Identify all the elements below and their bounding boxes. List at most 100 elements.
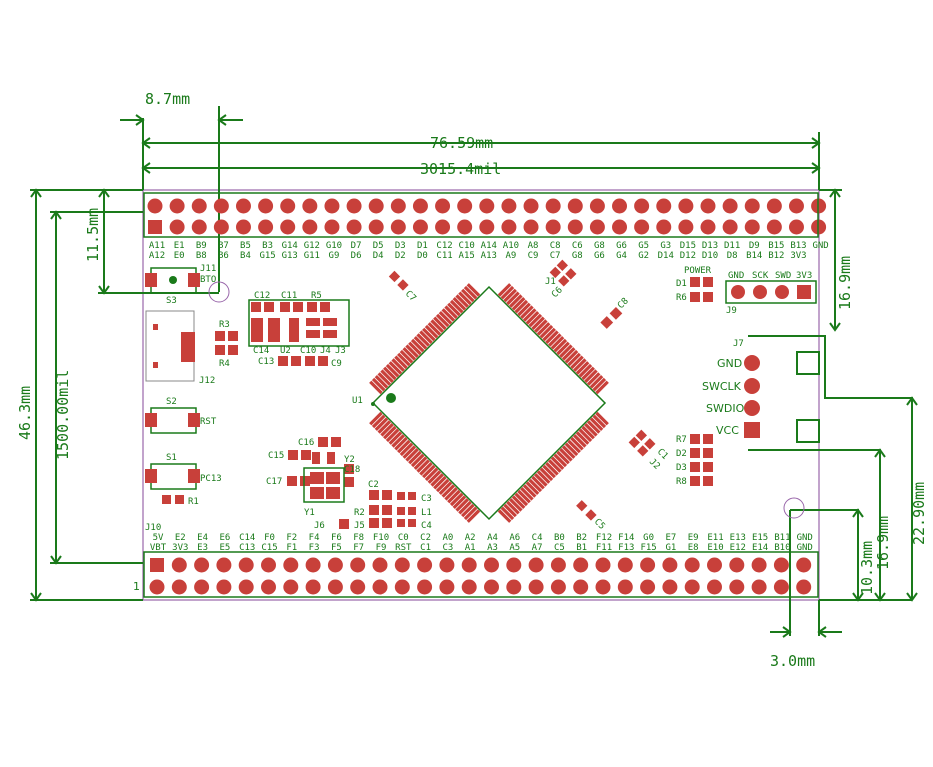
dim-height-mil: 1500.00mil xyxy=(54,370,72,460)
bottom-header-label: B10 xyxy=(774,543,790,553)
mcu-pin xyxy=(427,470,442,484)
cap-c8 xyxy=(600,306,623,329)
mcu-pin xyxy=(511,495,526,509)
j9-pin-sck: SCK xyxy=(752,271,769,281)
mcu-pin xyxy=(463,506,478,521)
mcu-pin xyxy=(449,492,464,507)
bottom-header-pin xyxy=(261,557,276,573)
mcu-pin xyxy=(399,442,414,457)
bottom-header-label: G1 xyxy=(665,543,676,553)
mcu-pin xyxy=(578,428,593,443)
power-led-cluster xyxy=(690,277,713,302)
ref-r1: R1 xyxy=(188,497,199,507)
top-header-label: G9 xyxy=(329,251,340,261)
mcu-pin xyxy=(410,338,425,353)
mcu-pin xyxy=(441,484,456,498)
ref-bto: BTO xyxy=(200,275,216,285)
bottom-header-pin xyxy=(350,579,366,595)
top-header-label: A8 xyxy=(528,241,539,251)
top-header-pin xyxy=(612,219,628,235)
ref-l1: L1 xyxy=(421,508,432,518)
j9-pin-gnd: GND xyxy=(728,271,744,281)
top-header-label: G13 xyxy=(282,251,298,261)
mcu-pin xyxy=(422,464,436,479)
top-header-label: B8 xyxy=(196,251,207,261)
top-header-label: D12 xyxy=(680,251,696,261)
dimension-lines xyxy=(30,106,918,638)
top-header-pin xyxy=(169,219,185,235)
ref-c7: C7 xyxy=(403,289,418,304)
bottom-header-label: F7 xyxy=(353,543,364,553)
top-header-pin xyxy=(390,198,406,214)
top-header-pin xyxy=(634,219,650,235)
top-header-pin xyxy=(191,198,207,214)
bottom-header-label: E10 xyxy=(707,543,723,553)
mcu-pin xyxy=(455,294,469,308)
top-header-label: C12 xyxy=(436,241,452,251)
mcu-pin xyxy=(380,369,394,383)
ref-c14: C14 xyxy=(253,346,269,356)
bottom-header-pin xyxy=(506,557,522,573)
bottom-header-label: F2 xyxy=(286,533,297,543)
bottom-header-label: A1 xyxy=(465,543,476,553)
ref-c15: C15 xyxy=(268,451,284,461)
top-header-label: B6 xyxy=(218,251,229,261)
bottom-header-pin xyxy=(684,557,700,573)
bottom-header-pin xyxy=(171,557,187,573)
mcu-pin xyxy=(377,420,392,434)
bottom-header-pin xyxy=(194,579,210,595)
top-header-label: GND xyxy=(812,241,828,251)
bottom-header-label: F13 xyxy=(618,543,634,553)
bottom-header-label: E7 xyxy=(665,533,676,543)
bottom-header-pin xyxy=(439,557,455,573)
mcu-pin xyxy=(517,302,531,317)
mcu-pin xyxy=(458,291,472,306)
top-header-pin xyxy=(346,219,362,235)
bottom-header-pin xyxy=(707,579,722,595)
ref-d3: D3 xyxy=(676,463,687,473)
ref-r8: R8 xyxy=(676,477,687,487)
ref-c17: C17 xyxy=(266,477,282,487)
mcu-pin xyxy=(449,299,464,314)
bottom-header-label: E6 xyxy=(219,533,230,543)
mcu-pin xyxy=(511,297,526,311)
top-header-pin xyxy=(678,219,694,235)
top-header-label: C7 xyxy=(550,251,561,261)
bottom-header-pin xyxy=(149,579,165,595)
bottom-header-label: GND xyxy=(797,543,813,553)
top-header-pin xyxy=(412,198,428,214)
mcu-pin xyxy=(405,344,419,358)
top-header-label: D4 xyxy=(373,251,384,261)
mcu-pin xyxy=(506,291,520,306)
top-header-pin xyxy=(235,198,251,214)
ref-c11: C11 xyxy=(281,291,297,301)
ref-y2: Y2 xyxy=(344,455,355,465)
bottom-header-label: E9 xyxy=(688,533,699,543)
mcu-pin xyxy=(416,333,430,347)
top-header-pads xyxy=(147,198,827,235)
mcu-pin xyxy=(520,487,534,501)
top-header-pin xyxy=(766,198,782,214)
top-header-label: B12 xyxy=(768,251,784,261)
mcu-pin xyxy=(503,503,517,518)
top-header-label: C9 xyxy=(528,251,539,261)
bottom-header-pin xyxy=(461,557,477,573)
bottom-header-pin xyxy=(417,557,433,573)
bottom-header-pin xyxy=(595,557,611,573)
mcu-pin xyxy=(380,423,394,437)
top-header-label: G3 xyxy=(660,241,671,251)
bottom-header-pin xyxy=(372,579,388,595)
dim-height-mm: 46.3mm xyxy=(16,386,34,440)
top-header-pin xyxy=(523,219,539,235)
top-header-pin xyxy=(589,198,605,214)
mcu-pin xyxy=(531,316,545,331)
ref-rst: RST xyxy=(200,417,217,427)
top-header-label: E0 xyxy=(174,251,185,261)
top-header-label: D15 xyxy=(680,241,696,251)
bottom-header-label: A6 xyxy=(509,533,520,543)
ref-c13: C13 xyxy=(258,357,274,367)
ref-j11: J11 xyxy=(200,264,216,274)
top-header-label: C6 xyxy=(572,241,583,251)
